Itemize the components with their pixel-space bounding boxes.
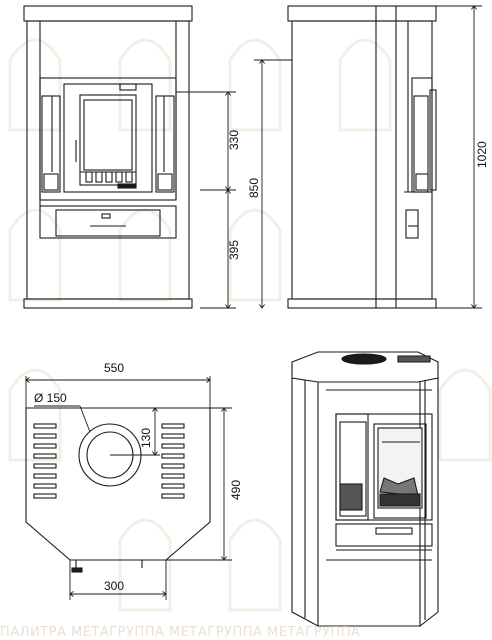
dim-total-height: 1020 <box>475 141 489 168</box>
front-view <box>23 5 193 309</box>
dim-depth: 490 <box>229 480 243 500</box>
dim-flue-offset: 130 <box>139 428 153 448</box>
side-view <box>287 5 437 309</box>
top-view <box>25 407 211 573</box>
dim-stove-height: 850 <box>247 178 261 198</box>
dim-door-height: 330 <box>227 130 241 150</box>
dim-bottom-width: 300 <box>104 579 124 593</box>
watermark-text: ПАЛИТРА МЕТАГРУППА МЕТАГРУППА МЕТАГРУППА <box>0 625 360 640</box>
top-left-vents <box>33 423 57 499</box>
perspective-view <box>291 351 439 628</box>
dimension-lines <box>26 6 482 600</box>
dim-width: 550 <box>104 361 124 375</box>
top-right-vents <box>161 423 185 499</box>
dim-base-height: 395 <box>227 240 241 260</box>
dim-flue-diameter: Ø 150 <box>34 391 67 405</box>
